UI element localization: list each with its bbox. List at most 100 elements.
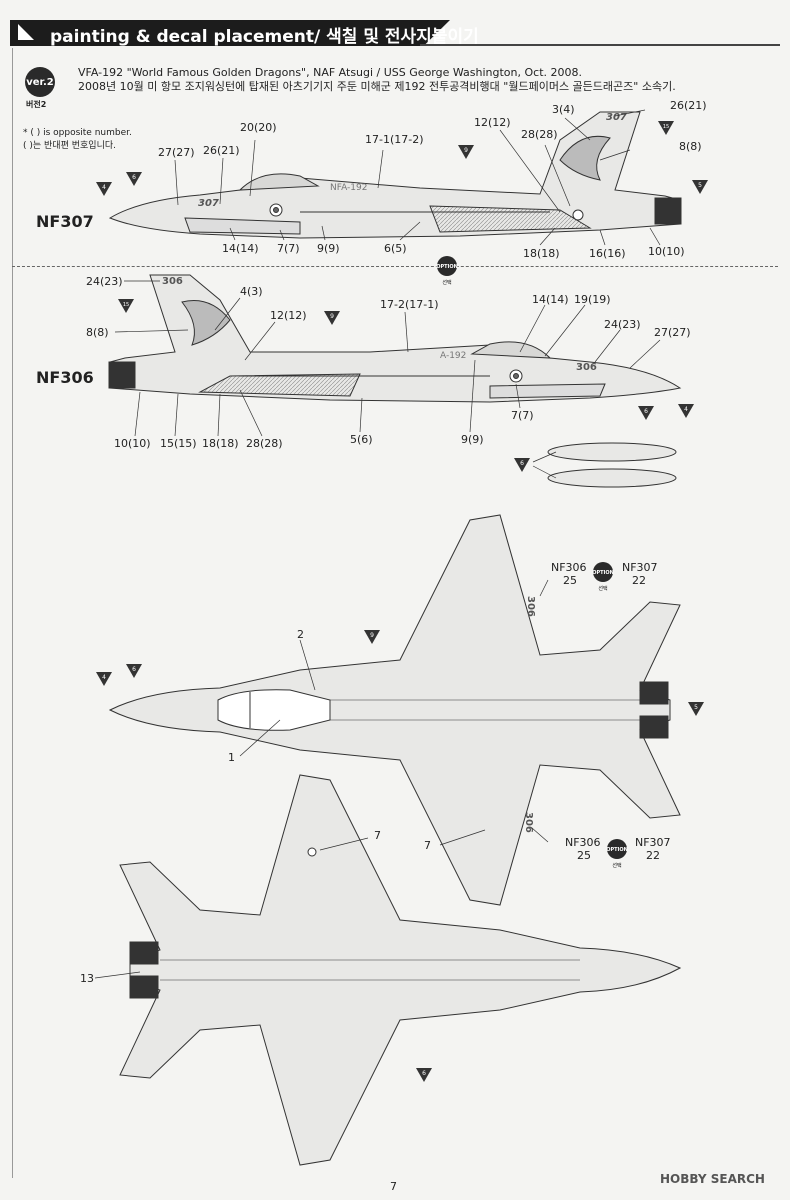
nf307-side-view <box>108 111 682 239</box>
callout: 8(8) <box>679 140 702 153</box>
callout: 10(10) <box>114 437 151 450</box>
top-view <box>108 514 681 906</box>
callout: 12(12) <box>474 116 511 129</box>
wing-option-number: 25 <box>577 849 591 862</box>
opposite-note: * ( ) is opposite number. ( )는 반대편 번호입니다… <box>23 127 132 153</box>
bottom-wing-mark: 306 <box>523 812 534 833</box>
marker-label: 4 <box>684 406 688 413</box>
callout: 15(15) <box>160 437 197 450</box>
version-badge: ver.2 <box>25 67 55 97</box>
opposite-note-en: * ( ) is opposite number. <box>23 128 132 138</box>
option-badge-label: OPTION <box>606 847 628 853</box>
nf307-squadron-mark: NFA-192 <box>330 183 367 193</box>
option-badge-sub: 선택 <box>612 862 622 869</box>
marker-label: 6 <box>422 1070 426 1077</box>
option-badge-label: OPTION <box>436 264 458 270</box>
wing-option-number: 22 <box>646 849 660 862</box>
callout: 8(8) <box>86 326 109 339</box>
nf306-leaders <box>114 280 661 437</box>
nf306-squadron-mark: A-192 <box>440 351 466 361</box>
callout: 14(14) <box>532 293 569 306</box>
header-bar <box>10 20 450 46</box>
callout: 27(27) <box>158 146 195 159</box>
option-badge-bottom-wing: OPTION 선택 <box>606 839 628 869</box>
header-rule <box>420 44 780 46</box>
marker-9-icon: 9 <box>364 630 380 644</box>
marker-6-icon: 6 <box>514 458 530 472</box>
opposite-note-kr: ( )는 반대편 번호입니다. <box>23 141 116 151</box>
marker-label: 6 <box>520 460 524 467</box>
callout: 4(3) <box>240 285 263 298</box>
option-badge-sub: 선택 <box>598 585 608 592</box>
scheme-info-kr: 2008년 10월 미 항모 조지워싱턴에 탑재된 아츠기기지 주둔 미해군 제… <box>78 80 676 93</box>
marker-label: 5 <box>694 704 698 711</box>
scheme-info-en: VFA-192 "World Famous Golden Dragons", N… <box>78 66 583 79</box>
bottom-view <box>119 774 682 1166</box>
marker-label: 6 <box>132 174 136 181</box>
callout: 13 <box>80 972 94 985</box>
page-number: 7 <box>390 1180 397 1193</box>
nf306-tail-number: 306 <box>162 276 183 287</box>
marker-label: 4 <box>102 184 106 191</box>
wing-option-number: 22 <box>632 574 646 587</box>
marker-6-icon: 6 <box>126 664 142 678</box>
wing-option-number: 25 <box>563 574 577 587</box>
marker-9-icon: 9 <box>458 145 474 159</box>
nf306-label: NF306 <box>36 368 94 387</box>
marker-label: 15 <box>663 124 669 130</box>
header-arrow-icon <box>18 24 34 40</box>
nf306-modex: 306 <box>576 362 597 373</box>
callout: 3(4) <box>552 103 575 116</box>
marker-4-icon: 4 <box>678 404 694 418</box>
callout: 24(23) <box>604 318 641 331</box>
marker-label: 9 <box>464 147 468 154</box>
callout: 24(23) <box>86 275 123 288</box>
marker-6-icon: 6 <box>126 172 142 186</box>
callout: 7 <box>374 829 381 842</box>
header-title: painting & decal placement/ 색칠 및 전사지붙이기 <box>50 27 479 47</box>
wing-option-label: NF306 <box>551 561 587 574</box>
option-badge-label: OPTION <box>592 570 614 576</box>
marker-label: 5 <box>698 182 702 189</box>
marker-label: 6 <box>132 666 136 673</box>
callout: 9(9) <box>317 242 340 255</box>
callout: 6(5) <box>384 242 407 255</box>
callout: 14(14) <box>222 242 259 255</box>
wing-option-label: NF307 <box>635 836 671 849</box>
marker-label: 4 <box>102 674 106 681</box>
callout: 7 <box>424 839 431 852</box>
marker-label: 15 <box>123 302 129 308</box>
nf306-side-view <box>108 274 682 403</box>
callout: 27(27) <box>654 326 691 339</box>
callout: 28(28) <box>521 128 558 141</box>
callout: 18(18) <box>202 437 239 450</box>
version-sub: 버전2 <box>26 100 47 109</box>
scheme-info: VFA-192 "World Famous Golden Dragons", N… <box>78 66 676 94</box>
callout: 5(6) <box>350 433 373 446</box>
nf307-label: NF307 <box>36 212 94 231</box>
marker-5-icon: 5 <box>692 180 708 194</box>
left-border <box>12 48 13 1178</box>
marker-15-icon: 15 <box>118 299 134 313</box>
marker-4-icon: 4 <box>96 672 112 686</box>
watermark: HOBBY SEARCH <box>660 1172 765 1186</box>
section-header: painting & decal placement/ 색칠 및 전사지붙이기 <box>0 14 790 48</box>
marker-label: 6 <box>644 408 648 415</box>
marker-6-icon: 6 <box>638 406 654 420</box>
callout: 20(20) <box>240 121 277 134</box>
callout: 19(19) <box>574 293 611 306</box>
marker-4-icon: 4 <box>96 182 112 196</box>
callout: 28(28) <box>246 437 283 450</box>
plan-view-leaders <box>94 579 549 979</box>
callout: 16(16) <box>589 247 626 260</box>
marker-6-icon: 6 <box>416 1068 432 1082</box>
callout: 26(21) <box>670 99 707 112</box>
callout: 2 <box>297 628 304 641</box>
nf307-modex: 307 <box>198 198 219 209</box>
marker-label: 9 <box>370 632 374 639</box>
option-badge-sub: 선택 <box>442 279 452 286</box>
marker-5-icon: 5 <box>688 702 704 716</box>
marker-9-icon: 9 <box>324 311 340 325</box>
callout: 1 <box>228 751 235 764</box>
